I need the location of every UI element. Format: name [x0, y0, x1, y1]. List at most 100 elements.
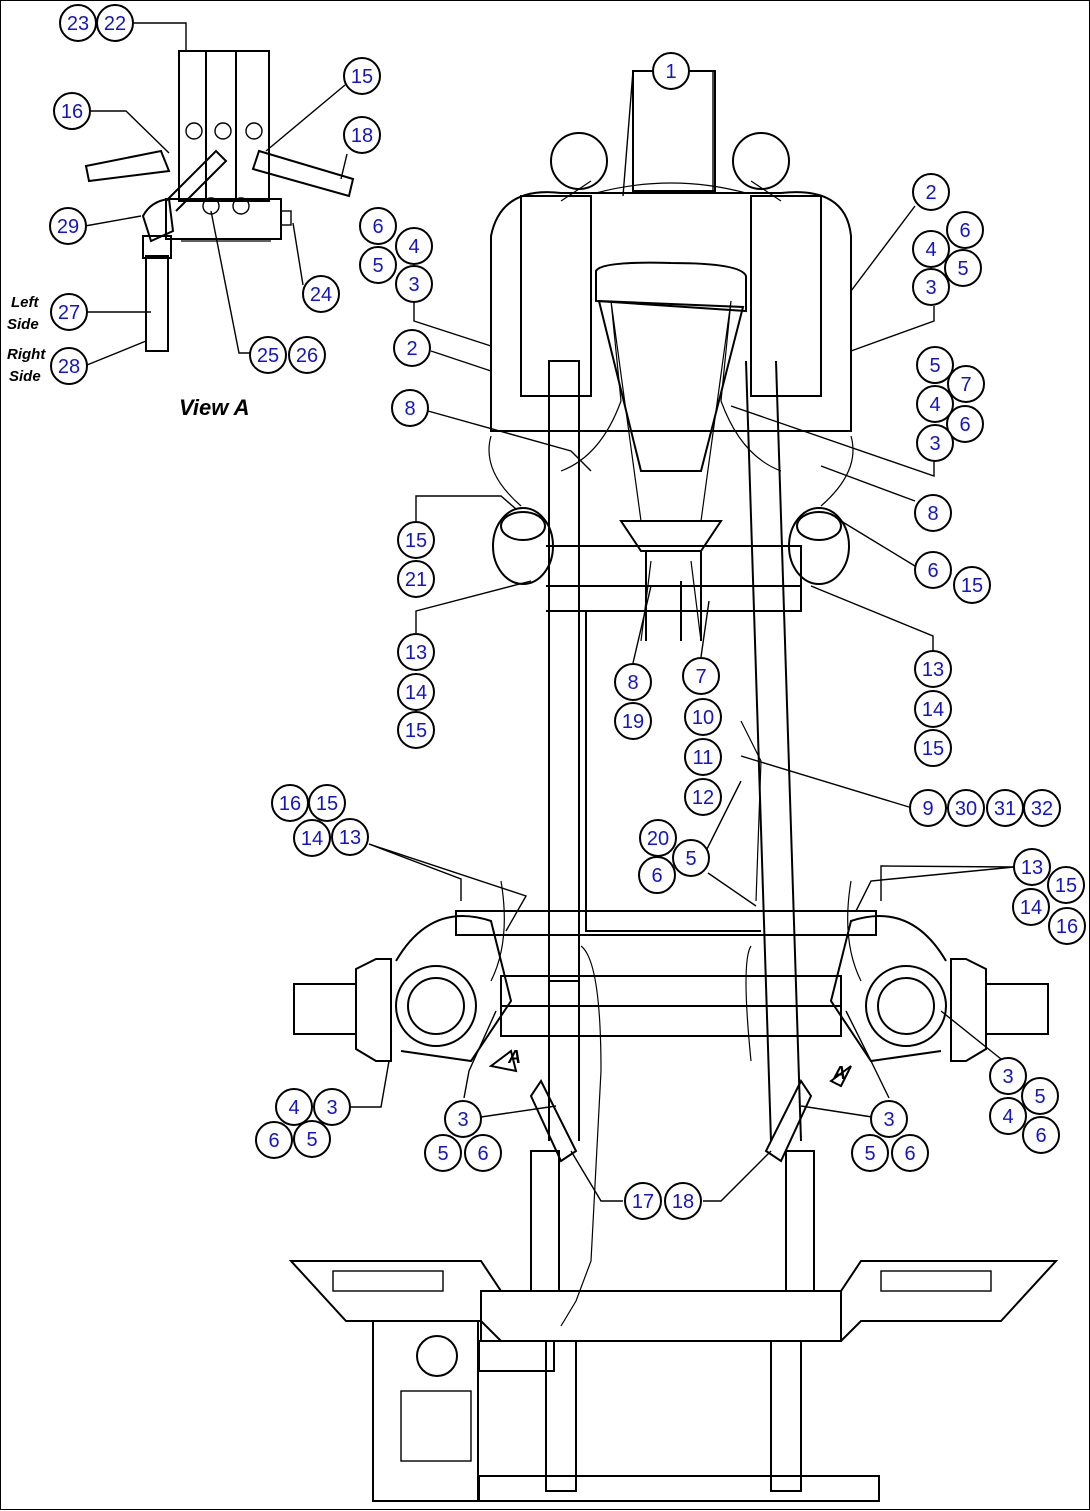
callout-number: 3: [883, 1109, 894, 1131]
callout-8: 8: [914, 494, 952, 532]
callout-circle: [1048, 907, 1086, 945]
callout-number: 6: [927, 560, 938, 582]
callout-number: 6: [268, 1130, 279, 1152]
callout-number: 13: [1021, 857, 1043, 879]
left-side-label-line2: Side: [7, 316, 39, 333]
callout-number: 16: [61, 101, 83, 123]
callout-circle: [50, 293, 88, 331]
callout-1: 1: [652, 52, 690, 90]
callout-number: 14: [405, 682, 427, 704]
callout-14: 14: [1012, 888, 1050, 926]
callout-number: 15: [405, 530, 427, 552]
callout-6: 6: [255, 1121, 293, 1159]
callout-circle: [249, 336, 287, 374]
callout-5: 5: [359, 246, 397, 284]
callout-circle: [914, 729, 952, 767]
callout-circle: [424, 1134, 462, 1172]
callout-21: 21: [397, 560, 435, 598]
callout-number: 6: [651, 865, 662, 887]
view-a-labels: View A Left Side Right Side: [7, 294, 250, 420]
callout-circle: [909, 789, 947, 827]
callout-7: 7: [947, 365, 985, 403]
callout-circle: [302, 275, 340, 313]
callout-number: 15: [351, 66, 373, 88]
callout-27: 27: [50, 293, 88, 331]
callout-circle: [953, 566, 991, 604]
callout-number: 27: [58, 302, 80, 324]
callout-3: 3: [313, 1088, 351, 1126]
callout-circle: [293, 819, 331, 857]
callout-16: 16: [271, 784, 309, 822]
callout-5: 5: [424, 1134, 462, 1172]
callout-number: 21: [405, 569, 427, 591]
callout-number: 8: [927, 503, 938, 525]
callout-17: 17: [624, 1182, 662, 1220]
wiring-harness: [488, 300, 862, 1327]
callout-circle: [397, 673, 435, 711]
callout-number: 20: [647, 828, 669, 850]
callout-29: 29: [49, 207, 87, 245]
callout-number: 18: [351, 125, 373, 147]
callout-number: 4: [929, 394, 940, 416]
callout-circle: [49, 207, 87, 245]
callout-number: 3: [326, 1097, 337, 1119]
callout-number: 14: [1020, 897, 1042, 919]
callout-number: 8: [627, 672, 638, 694]
callout-5: 5: [293, 1120, 331, 1158]
callout-circle: [395, 227, 433, 265]
callout-circle: [275, 1088, 313, 1126]
callout-circle: [684, 738, 722, 776]
callout-25: 25: [249, 336, 287, 374]
callout-number: 19: [622, 711, 644, 733]
callout-number: 3: [408, 274, 419, 296]
callout-circle: [464, 1134, 502, 1172]
callout-number: 4: [925, 239, 936, 261]
callout-circle: [912, 173, 950, 211]
callout-number: 1: [665, 61, 676, 83]
callout-circle: [638, 856, 676, 894]
callout-circle: [1012, 888, 1050, 926]
callout-number: 32: [1031, 798, 1053, 820]
callout-5: 5: [916, 346, 954, 384]
callout-circle: [331, 818, 369, 856]
right-side-label-line1: Right: [7, 346, 46, 363]
callout-circle: [914, 690, 952, 728]
callout-circle: [359, 207, 397, 245]
callout-14: 14: [914, 690, 952, 728]
callout-number: 31: [994, 798, 1016, 820]
callout-number: 4: [408, 236, 419, 258]
callout-number: 24: [310, 284, 332, 306]
right-side-label-line2: Side: [9, 368, 41, 385]
callout-circle: [343, 116, 381, 154]
callout-6: 6: [638, 856, 676, 894]
callout-circle: [397, 711, 435, 749]
callout-number: 8: [404, 398, 415, 420]
callout-circle: [891, 1134, 929, 1172]
callout-28: 28: [50, 347, 88, 385]
callout-5: 5: [1021, 1077, 1059, 1115]
callout-number: 15: [961, 575, 983, 597]
callout-6: 6: [891, 1134, 929, 1172]
callout-15: 15: [1047, 866, 1085, 904]
callout-number: 13: [339, 827, 361, 849]
section-markers: A A: [488, 1047, 852, 1088]
callout-circle: [870, 1100, 908, 1138]
callout-number: 5: [306, 1129, 317, 1151]
callout-number: 3: [1002, 1066, 1013, 1088]
callout-circle: [912, 268, 950, 306]
callout-circle: [359, 246, 397, 284]
callout-24: 24: [302, 275, 340, 313]
callout-23: 23: [59, 4, 97, 42]
callout-number: 6: [959, 414, 970, 436]
callout-14: 14: [293, 819, 331, 857]
callout-circle: [397, 633, 435, 671]
callout-number: 3: [457, 1109, 468, 1131]
callout-6: 6: [946, 405, 984, 443]
callout-15: 15: [397, 711, 435, 749]
callout-3: 3: [395, 265, 433, 303]
callout-20: 20: [639, 819, 677, 857]
callout-number: 6: [477, 1143, 488, 1165]
callout-circle: [916, 346, 954, 384]
callout-3: 3: [916, 424, 954, 462]
